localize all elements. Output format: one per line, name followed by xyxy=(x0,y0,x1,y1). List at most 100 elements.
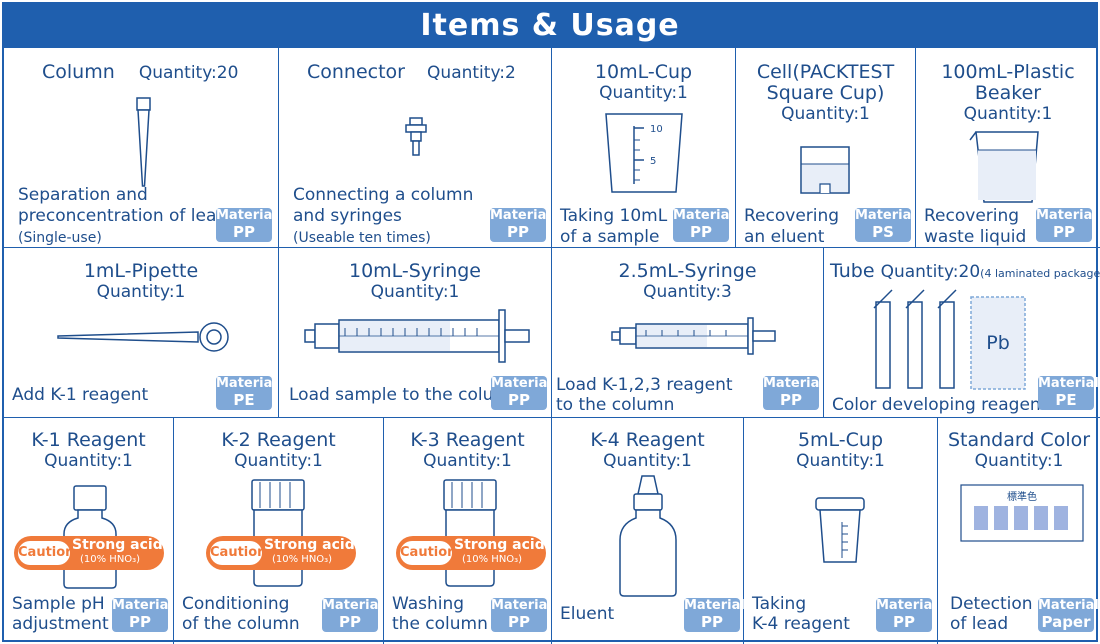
cup-mark-10: 10 xyxy=(650,124,663,135)
item-quantity: Quantity:2 xyxy=(427,63,516,83)
syringe-icon xyxy=(611,317,776,355)
item-description: of the column xyxy=(182,614,300,634)
header-title: Items & Usage xyxy=(4,4,1096,48)
item-quantity: Quantity:1 xyxy=(974,451,1064,471)
measuring-cup-icon xyxy=(605,113,683,193)
item-description: an eluent xyxy=(744,227,825,247)
item-standard-color: Standard Color Quantity:1 標準色 Detection … xyxy=(938,418,1100,644)
item-description: Taking 10mL xyxy=(560,206,668,226)
item-quantity: Quantity:1 xyxy=(423,451,512,471)
item-note: (Useable ten times) xyxy=(293,230,431,246)
reagent-pack-icon xyxy=(970,296,1026,390)
item-name: K-3 Reagent xyxy=(410,429,525,451)
item-description: Add K-1 reagent xyxy=(12,385,149,405)
item-name: Standard Color xyxy=(947,429,1091,451)
item-cell: Cell(PACKTEST Square Cup) Quantity:1 Rec… xyxy=(736,48,916,248)
item-description: and syringes xyxy=(293,206,402,226)
item-description: Washing xyxy=(392,594,465,614)
item-name: Column xyxy=(42,61,115,83)
item-quantity: Quantity:1 xyxy=(781,104,870,124)
item-name: K-1 Reagent xyxy=(31,429,146,451)
item-name: K-4 Reagent xyxy=(590,429,705,451)
item-name: 1mL-Pipette xyxy=(83,260,199,282)
item-description: Separation and xyxy=(18,185,148,205)
item-quantity-note: (4 laminated package) xyxy=(980,267,1100,280)
syringe-icon xyxy=(304,309,530,363)
item-name: 10mL-Cup xyxy=(594,61,693,83)
item-name: 5mL-Cup xyxy=(797,429,884,451)
item-description: Sample pH xyxy=(12,594,105,614)
item-quantity: Quantity:1 xyxy=(370,282,460,302)
item-description: K-4 reagent xyxy=(752,614,850,634)
item-name: 10mL-Syringe xyxy=(349,260,481,282)
item-description: Conditioning xyxy=(182,594,290,614)
item-description: Recovering xyxy=(924,206,1020,226)
item-10ml-syringe: 10mL-Syringe Quantity:1 Load sample to t… xyxy=(279,248,552,418)
item-name: 100mL-Plastic xyxy=(941,61,1075,83)
cup-mark-5: 5 xyxy=(650,156,657,167)
item-description: Connecting a column xyxy=(293,185,474,205)
item-name: Tube xyxy=(830,260,875,282)
item-description: Load K-1,2,3 reagent xyxy=(556,375,733,395)
item-quantity: Quantity:1 xyxy=(963,104,1053,124)
item-description: of a sample xyxy=(560,227,660,247)
item-quantity: Quantity:20 xyxy=(138,63,239,83)
item-beaker: 100mL-Plastic Beaker Quantity:1 Recoveri… xyxy=(916,48,1100,248)
pipette-icon xyxy=(57,322,229,352)
item-name: Cell(PACKTEST xyxy=(756,61,895,83)
item-note: (Single-use) xyxy=(18,230,102,246)
item-name-line2: Square Cup) xyxy=(766,82,885,104)
item-10ml-cup: 10mL-Cup Quantity:1 10 5 Taking 10mL of … xyxy=(552,48,736,248)
dropper-bottle-icon xyxy=(619,475,677,597)
color-chart-title: 標準色 xyxy=(1007,492,1037,503)
item-description: the column xyxy=(392,614,488,634)
item-description: Taking xyxy=(752,594,807,614)
item-description: Color developing reagent xyxy=(832,395,1048,415)
item-description: Eluent xyxy=(560,604,615,624)
item-quantity: Quantity:1 xyxy=(44,451,133,471)
item-description: of lead xyxy=(950,614,1009,634)
item-description: Recovering xyxy=(744,206,840,226)
item-name: K-2 Reagent xyxy=(221,429,336,451)
item-connector: Connector Quantity:2 Connecting a column… xyxy=(279,48,552,248)
item-name: Connector xyxy=(307,61,405,83)
square-cup-icon xyxy=(800,146,850,194)
item-quantity: Quantity:3 xyxy=(643,282,732,302)
item-5ml-cup: 5mL-Cup Quantity:1 Taking K-4 reagent Ma… xyxy=(744,418,938,644)
column-icon xyxy=(136,97,151,187)
item-quantity: Quantity:1 xyxy=(599,83,688,103)
connector-icon xyxy=(405,117,427,156)
small-cup-icon xyxy=(815,497,865,563)
item-description: preconcentration of lead xyxy=(18,206,228,226)
color-chart-icon xyxy=(960,484,1084,542)
item-quantity: Quantity:1 xyxy=(96,282,186,302)
beaker-icon xyxy=(969,131,1039,203)
item-column: Column Quantity:20 Separation and precon… xyxy=(4,48,279,248)
item-tube: Tube Quantity:20(4 laminated package) Pb… xyxy=(824,248,1100,418)
item-description: Load sample to the column xyxy=(289,385,521,405)
item-description: to the column xyxy=(556,395,675,415)
item-pipette: 1mL-Pipette Quantity:1 Add K-1 reagent M… xyxy=(4,248,279,418)
item-name-line2: Beaker xyxy=(974,82,1042,104)
item-quantity: Quantity:1 xyxy=(234,451,323,471)
item-name: 2.5mL-Syringe xyxy=(618,260,757,282)
